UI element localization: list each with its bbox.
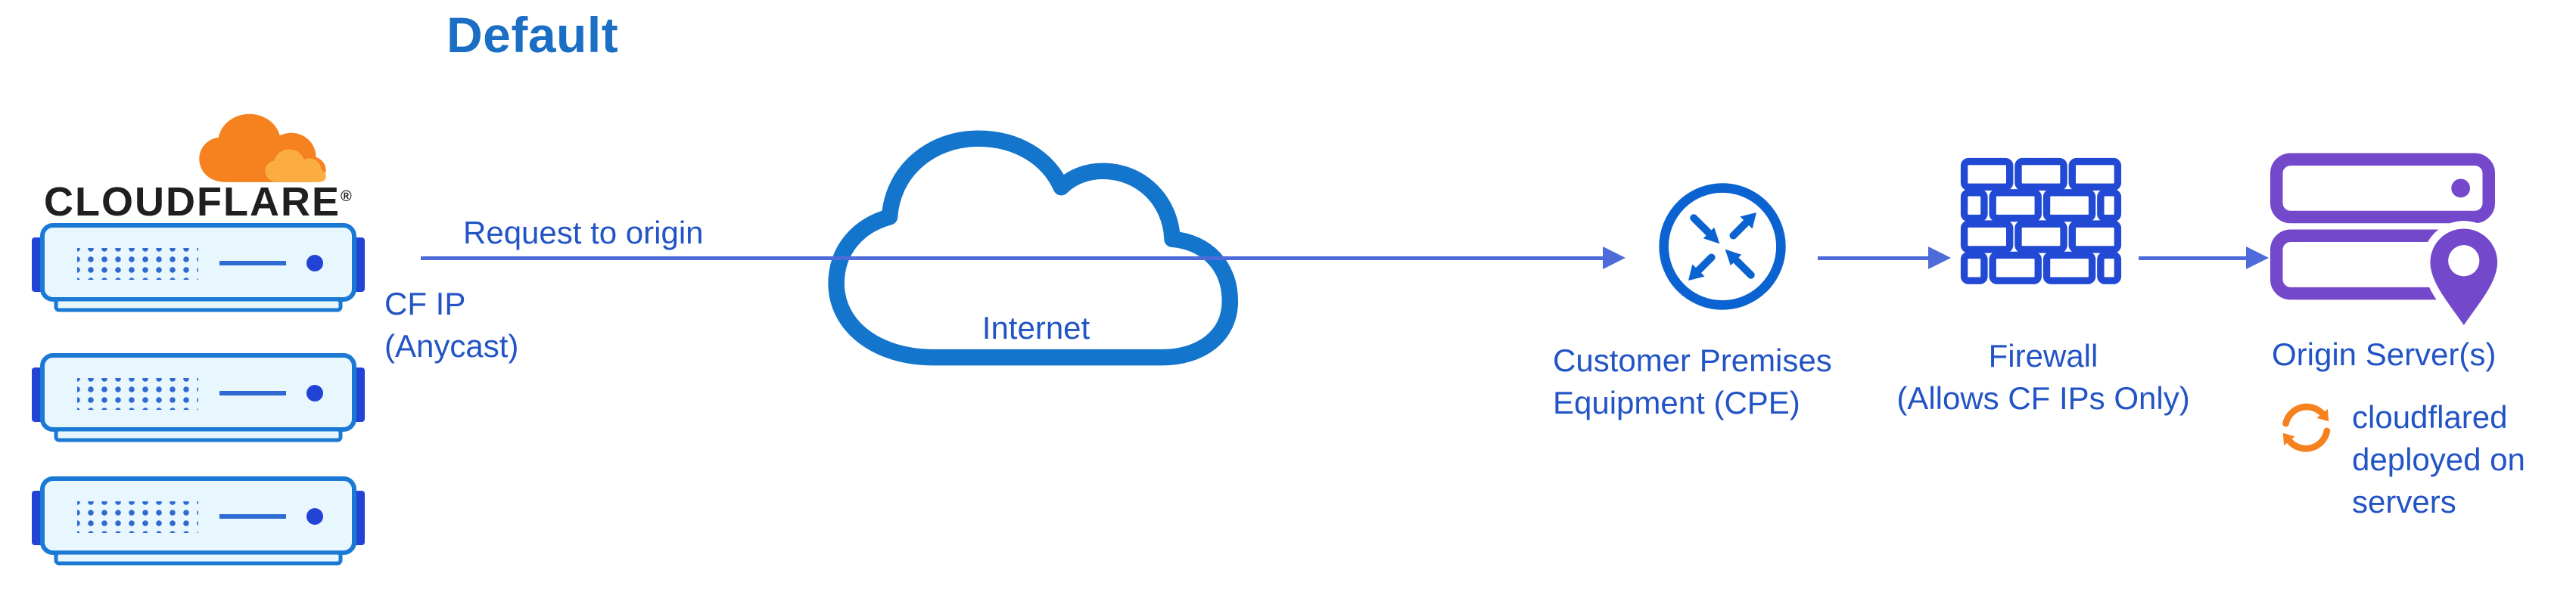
request-to-origin-label: Request to origin <box>463 215 704 250</box>
main-flow-arrowhead <box>1603 247 1626 269</box>
firewall-to-origin-arrow-line <box>2139 256 2246 260</box>
firewall-to-origin-arrowhead <box>2246 247 2269 269</box>
cloudflare-wordmark: CLOUDFLARE® <box>44 178 353 225</box>
firewall-label: Firewall (Allows CF IPs Only) <box>1873 335 2214 420</box>
internet-label: Internet <box>982 310 1090 346</box>
cloudflare-wordmark-text: CLOUDFLARE <box>44 179 341 225</box>
registered-mark: ® <box>340 188 353 205</box>
cf-ip-label: CF IP (Anycast) <box>384 283 518 367</box>
cloudflare-logo-icon <box>199 113 326 182</box>
diagram-title: Default <box>446 7 619 63</box>
cloudflared-note-line1: cloudflared <box>2352 399 2508 435</box>
edge-server-icon <box>32 352 365 447</box>
cpe-label-line1: Customer Premises <box>1553 343 1832 378</box>
cloudflared-note: cloudflared deployed on servers <box>2352 396 2525 523</box>
cloudflared-note-line3: servers <box>2352 484 2456 519</box>
cpe-label: Customer Premises Equipment (CPE) <box>1553 340 1832 424</box>
cf-ip-line1: CF IP <box>384 286 466 321</box>
firewall-icon <box>1960 157 2122 284</box>
cpe-icon <box>1659 183 1786 310</box>
cloudflared-sync-icon <box>2282 403 2331 452</box>
origin-servers-icon <box>2270 153 2506 336</box>
cloudflared-note-line2: deployed on <box>2352 442 2525 477</box>
location-pin-icon <box>2422 221 2506 336</box>
cpe-to-firewall-arrowhead <box>1928 247 1951 269</box>
cpe-label-line2: Equipment (CPE) <box>1553 385 1800 420</box>
edge-server-icon <box>32 222 365 317</box>
firewall-label-line2: (Allows CF IPs Only) <box>1896 380 2190 416</box>
cpe-to-firewall-arrow-line <box>1818 256 1928 260</box>
internet-cloud-icon <box>828 130 1239 366</box>
main-flow-arrow-line <box>421 256 1603 260</box>
cf-ip-line2: (Anycast) <box>384 328 519 364</box>
origin-servers-label: Origin Server(s) <box>2272 336 2497 372</box>
edge-server-icon <box>32 475 365 570</box>
firewall-label-line1: Firewall <box>1988 338 2098 374</box>
